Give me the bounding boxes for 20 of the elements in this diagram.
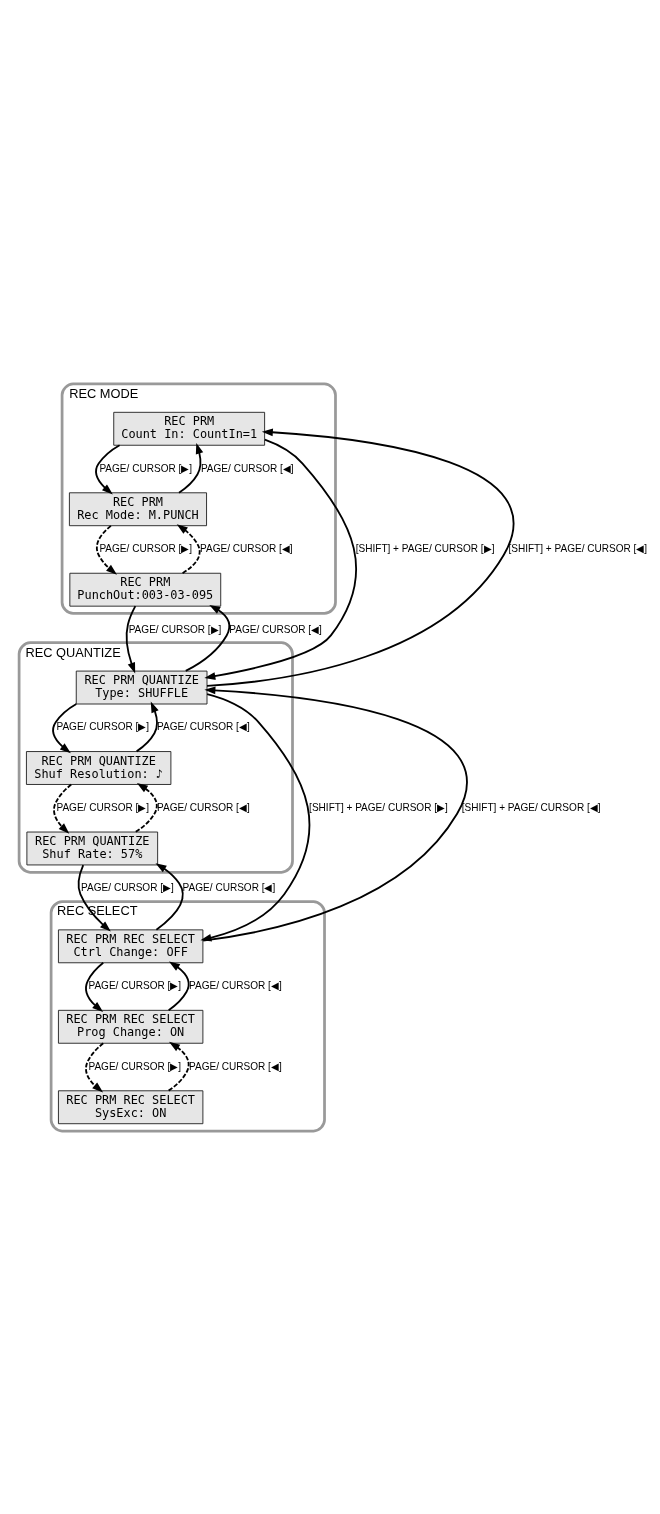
- edge-label: PAGE/ CURSOR [▶]: [56, 801, 150, 813]
- edge-label: PAGE/ CURSOR [▶]: [88, 1060, 182, 1072]
- edge-label: PAGE/ CURSOR [◀]: [182, 881, 276, 893]
- edge-label: [SHIFT] + PAGE/ CURSOR [◀]: [461, 801, 601, 813]
- edge-label: PAGE/ CURSOR [◀]: [157, 801, 250, 813]
- edge-label: PAGE/ CURSOR [◀]: [200, 542, 293, 554]
- edge-label: PAGE/ CURSOR [▶]: [128, 623, 222, 634]
- edge-label: [SHIFT] + PAGE/ CURSOR [▶]: [309, 801, 448, 813]
- edge-label: PAGE/ CURSOR [◀]: [189, 1060, 282, 1072]
- edge-label: PAGE/ CURSOR [◀]: [189, 979, 282, 991]
- edge-label: PAGE/ CURSOR [▶]: [99, 542, 193, 554]
- edge-label: [SHIFT] + PAGE/ CURSOR [◀]: [508, 542, 648, 554]
- edge-label: PAGE/ CURSOR [▶]: [99, 462, 193, 474]
- edge-label: PAGE/ CURSOR [▶]: [81, 881, 174, 893]
- edge-label: [SHIFT] + PAGE/ CURSOR [▶]: [355, 542, 495, 554]
- edge-label: PAGE/ CURSOR [▶]: [56, 720, 150, 732]
- edge-label: PAGE/ CURSOR [▶]: [88, 979, 182, 991]
- edge-label: PAGE/ CURSOR [◀]: [229, 623, 322, 634]
- edge-label: PAGE/ CURSOR [◀]: [157, 720, 250, 732]
- edge-label: PAGE/ CURSOR [◀]: [200, 462, 294, 474]
